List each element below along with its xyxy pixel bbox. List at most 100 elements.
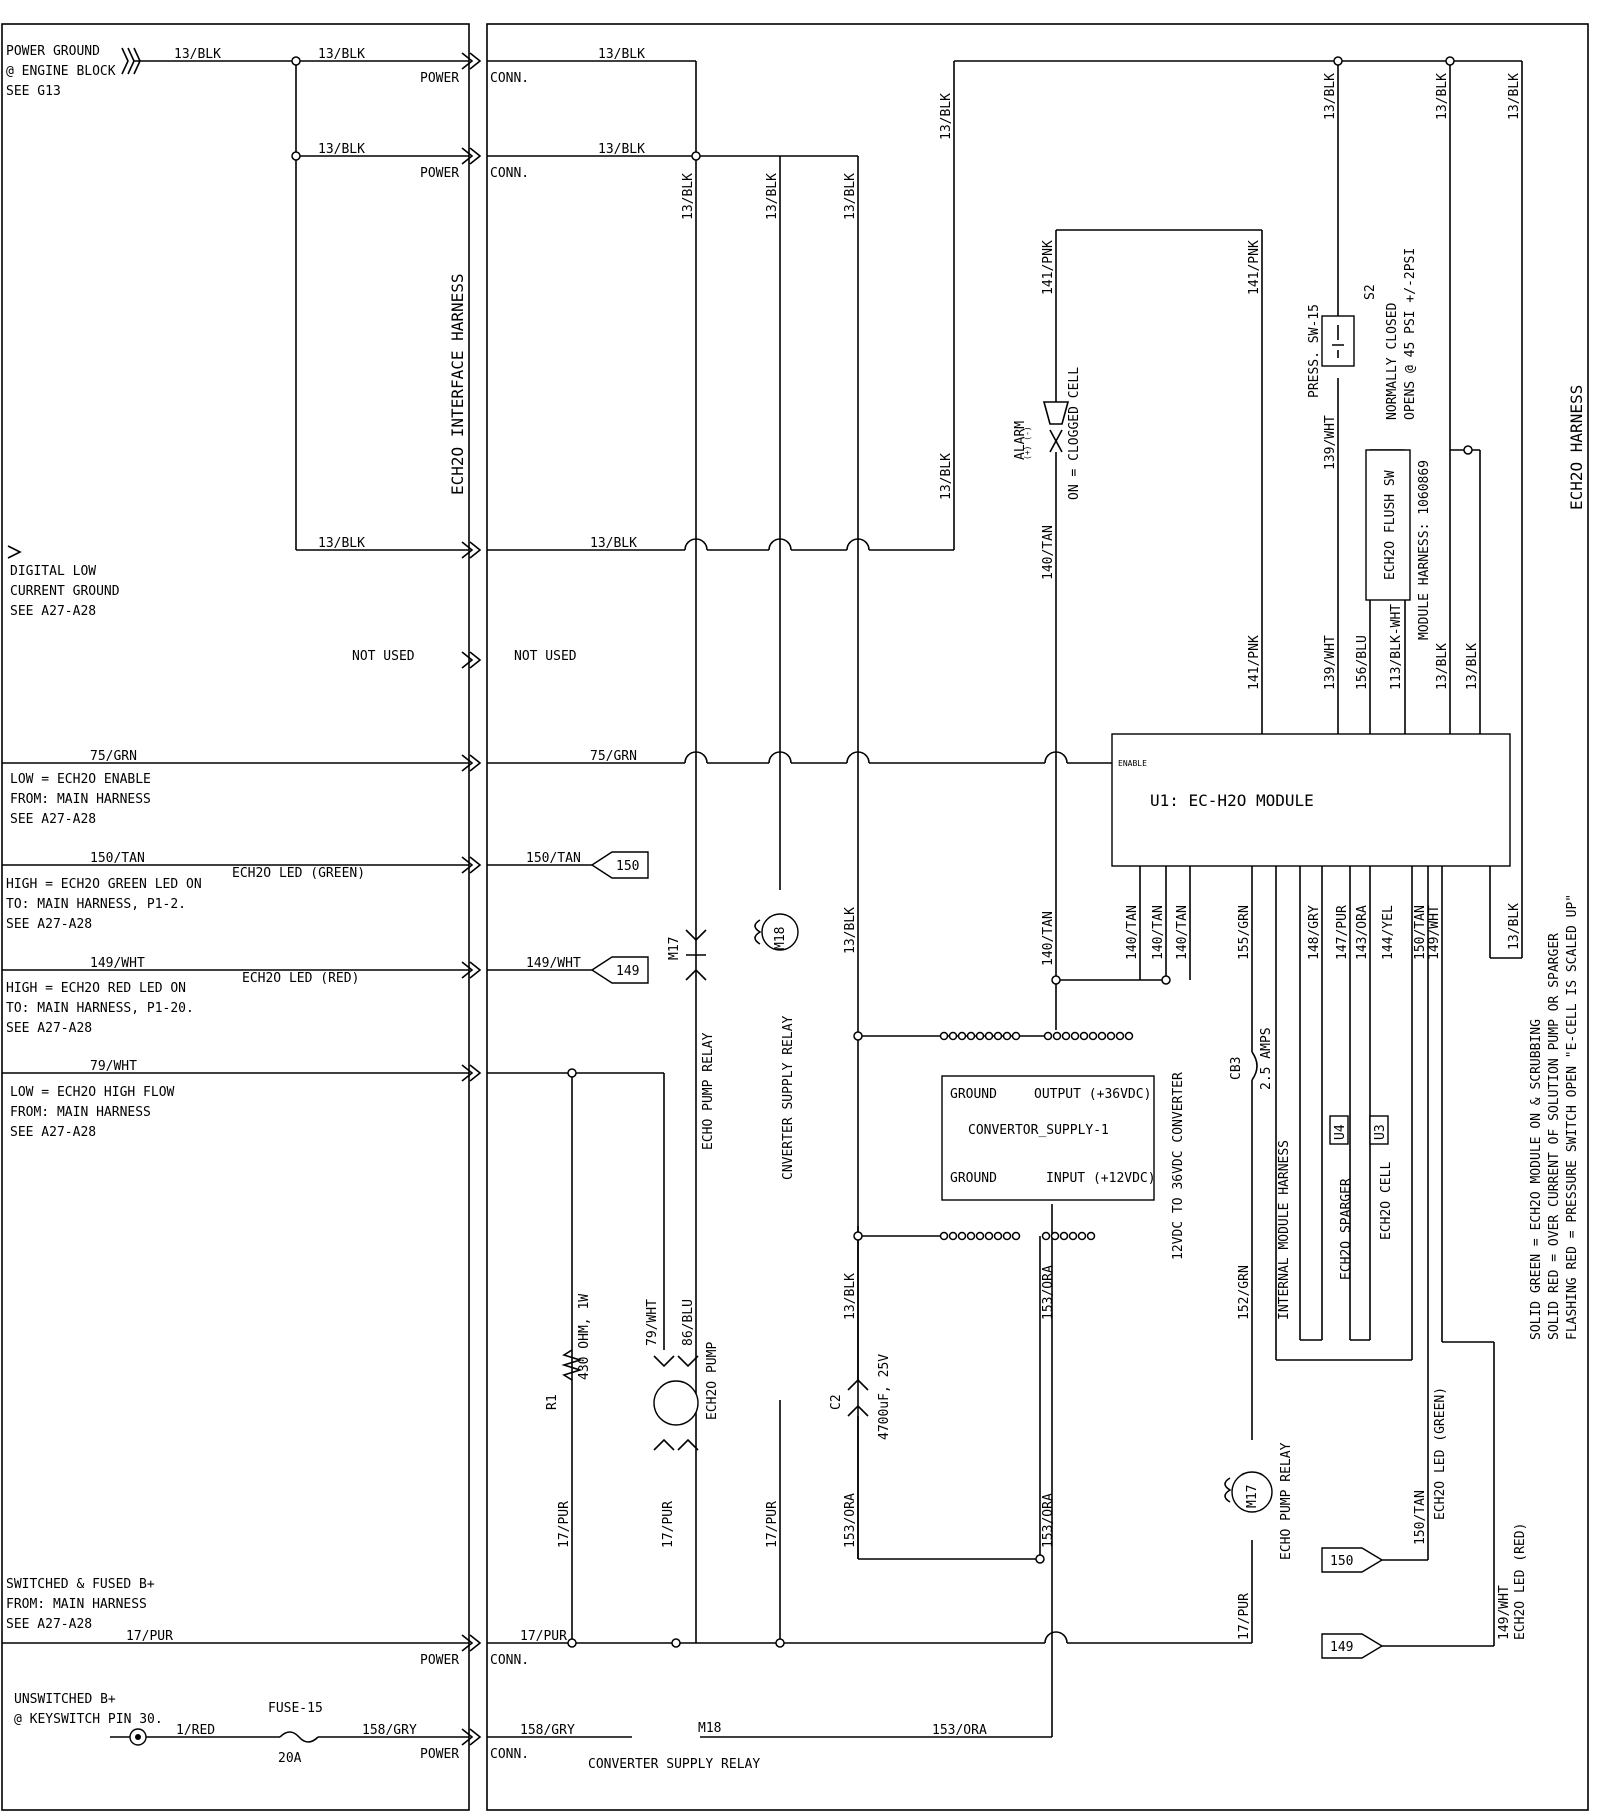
- svg-text:17/PUR: 17/PUR: [520, 1629, 567, 1644]
- svg-text:SEE A27-A28: SEE A27-A28: [6, 1021, 92, 1036]
- svg-text:SEE G13: SEE G13: [6, 84, 61, 99]
- svg-text:140/TAN: 140/TAN: [1041, 911, 1056, 966]
- svg-text:149/WHT: 149/WHT: [1427, 905, 1442, 960]
- converter-pin: [948, 1031, 958, 1041]
- svg-text:158/GRY: 158/GRY: [362, 1723, 417, 1738]
- svg-text:SOLID RED = OVER CURRENT OF SO: SOLID RED = OVER CURRENT OF SOLUTION PUM…: [1547, 933, 1562, 1340]
- svg-text:S2: S2: [1363, 284, 1378, 300]
- svg-text:SEE A27-A28: SEE A27-A28: [10, 604, 96, 619]
- ech2o-harness-label: ECH2O HARNESS: [1567, 385, 1586, 510]
- svg-text:153/ORA: 153/ORA: [1041, 1265, 1056, 1320]
- svg-text:CONN.: CONN.: [490, 166, 529, 181]
- svg-text:ECH2O LED (GREEN): ECH2O LED (GREEN): [1433, 1387, 1448, 1520]
- left-frame: [1, 23, 470, 1811]
- svg-text:147/PUR: 147/PUR: [1335, 905, 1350, 960]
- svg-text:149/WHT: 149/WHT: [1497, 1585, 1512, 1640]
- svg-text:M18: M18: [698, 1721, 721, 1736]
- svg-text:U1: EC-H2O MODULE: U1: EC-H2O MODULE: [1150, 791, 1314, 810]
- svg-text:ECH2O CELL: ECH2O CELL: [1379, 1162, 1394, 1240]
- svg-text:M18: M18: [773, 927, 788, 950]
- c2-capacitor: C2 4700uF, 25V: [829, 1340, 892, 1559]
- ec-h2o-module: U1: EC-H2O MODULE ENABLE: [1111, 733, 1511, 867]
- wires-left: [2, 60, 469, 1738]
- svg-text:(+) (-): (+) (-): [1023, 426, 1032, 460]
- svg-text:150: 150: [616, 859, 639, 874]
- svg-text:113/BLK-WHT: 113/BLK-WHT: [1389, 604, 1404, 690]
- svg-text:152/GRN: 152/GRN: [1237, 1265, 1252, 1320]
- svg-text:CONN.: CONN.: [490, 1653, 529, 1668]
- connector-chevron: [461, 147, 482, 165]
- svg-text:155/GRN: 155/GRN: [1237, 905, 1252, 960]
- r1-resistor: R1 430 OHM, 1W: [545, 1294, 592, 1410]
- svg-text:ECHO PUMP RELAY: ECHO PUMP RELAY: [1279, 1442, 1294, 1560]
- svg-text:ECH2O LED (GREEN): ECH2O LED (GREEN): [232, 866, 365, 881]
- svg-text:13/BLK: 13/BLK: [318, 142, 365, 157]
- svg-text:INTERNAL MODULE HARNESS: INTERNAL MODULE HARNESS: [1277, 1140, 1292, 1320]
- converter-pin: [957, 1031, 967, 1041]
- connector-chevron: [461, 1064, 482, 1082]
- converter-pin: [984, 1231, 994, 1241]
- svg-text:13/BLK: 13/BLK: [598, 142, 645, 157]
- converter-pin: [1002, 1231, 1012, 1241]
- fuse-label: FUSE-15: [268, 1701, 323, 1716]
- interface-harness-label: ECH2O INTERFACE HARNESS: [448, 273, 467, 495]
- converter-pin: [1079, 1031, 1089, 1041]
- svg-text:POWER GROUND: POWER GROUND: [6, 44, 100, 59]
- svg-text:SEE A27-A28: SEE A27-A28: [10, 1125, 96, 1140]
- svg-text:ECH2O SPARGER: ECH2O SPARGER: [1339, 1178, 1354, 1280]
- svg-text:INPUT (+12VDC): INPUT (+12VDC): [1046, 1171, 1156, 1186]
- svg-text:M17: M17: [667, 937, 682, 960]
- svg-text:149/WHT: 149/WHT: [90, 956, 145, 971]
- svg-text:12VDC TO 36VDC CONVERTER: 12VDC TO 36VDC CONVERTER: [1171, 1072, 1186, 1260]
- svg-text:NORMALLY CLOSED: NORMALLY CLOSED: [1385, 302, 1400, 420]
- converter-pin: [1050, 1231, 1060, 1241]
- svg-text:143/ORA: 143/ORA: [1355, 905, 1370, 960]
- svg-text:UNSWITCHED B+: UNSWITCHED B+: [14, 1692, 116, 1707]
- svg-text:149/WHT: 149/WHT: [526, 956, 581, 971]
- connector-chevron: [461, 1728, 482, 1746]
- connector-chevron: [461, 856, 482, 874]
- left-wire-labels: 13/BLK 13/BLK 13/BLK 13/BLK 75/GRN 150/T…: [90, 47, 459, 1762]
- svg-text:13/BLK: 13/BLK: [1507, 903, 1522, 950]
- keyswitch-terminal: [110, 1728, 147, 1746]
- svg-text:LOW = ECH2O HIGH FLOW: LOW = ECH2O HIGH FLOW: [10, 1085, 175, 1100]
- svg-text:13/BLK: 13/BLK: [843, 907, 858, 954]
- echo-pump-relay-right: M17 ECHO PUMP RELAY: [1224, 1442, 1294, 1560]
- svg-text:13/BLK: 13/BLK: [1323, 73, 1338, 120]
- svg-text:FROM: MAIN HARNESS: FROM: MAIN HARNESS: [6, 1597, 147, 1612]
- converter-pin: [1088, 1031, 1098, 1041]
- fuse-rating: 20A: [278, 1751, 302, 1766]
- svg-text:13/BLK: 13/BLK: [681, 173, 696, 220]
- svg-text:13/BLK: 13/BLK: [939, 453, 954, 500]
- svg-text:HIGH = ECH2O GREEN LED ON: HIGH = ECH2O GREEN LED ON: [6, 877, 202, 892]
- svg-text:140/TAN: 140/TAN: [1041, 525, 1056, 580]
- converter-pin: [1097, 1031, 1107, 1041]
- converter-pin: [1070, 1031, 1080, 1041]
- svg-text:POWER: POWER: [420, 1653, 459, 1668]
- svg-text:TO: MAIN HARNESS, P1-2.: TO: MAIN HARNESS, P1-2.: [6, 897, 186, 912]
- svg-text:NOT USED: NOT USED: [352, 649, 415, 664]
- svg-text:79/WHT: 79/WHT: [90, 1059, 137, 1074]
- converter-pin: [1077, 1231, 1087, 1241]
- converter-pin: [993, 1031, 1003, 1041]
- tag-149-left: 149: [590, 956, 649, 984]
- svg-text:@ ENGINE BLOCK: @ ENGINE BLOCK: [6, 64, 116, 79]
- converter-pin: [966, 1031, 976, 1041]
- converter-pin: [1124, 1031, 1134, 1041]
- svg-text:17/PUR: 17/PUR: [1237, 1593, 1252, 1640]
- svg-text:158/GRY: 158/GRY: [520, 1723, 575, 1738]
- converter-pin: [1052, 1031, 1062, 1041]
- tag-150-right: 150: [1321, 1547, 1384, 1573]
- enable-note: LOW = ECH2O ENABLE FROM: MAIN HARNESS SE…: [10, 772, 151, 827]
- converter-pin: [975, 1031, 985, 1041]
- svg-text:139/WHT: 139/WHT: [1323, 415, 1338, 470]
- svg-text:ECH2O PUMP: ECH2O PUMP: [705, 1342, 720, 1420]
- converter-pin: [1011, 1031, 1021, 1041]
- converter-pin: [1043, 1031, 1053, 1041]
- converter-pin: [948, 1231, 958, 1241]
- converter-pin: [957, 1231, 967, 1241]
- svg-text:SWITCHED & FUSED B+: SWITCHED & FUSED B+: [6, 1577, 155, 1592]
- svg-text:149: 149: [1330, 1640, 1353, 1655]
- svg-text:ENABLE: ENABLE: [1118, 759, 1147, 768]
